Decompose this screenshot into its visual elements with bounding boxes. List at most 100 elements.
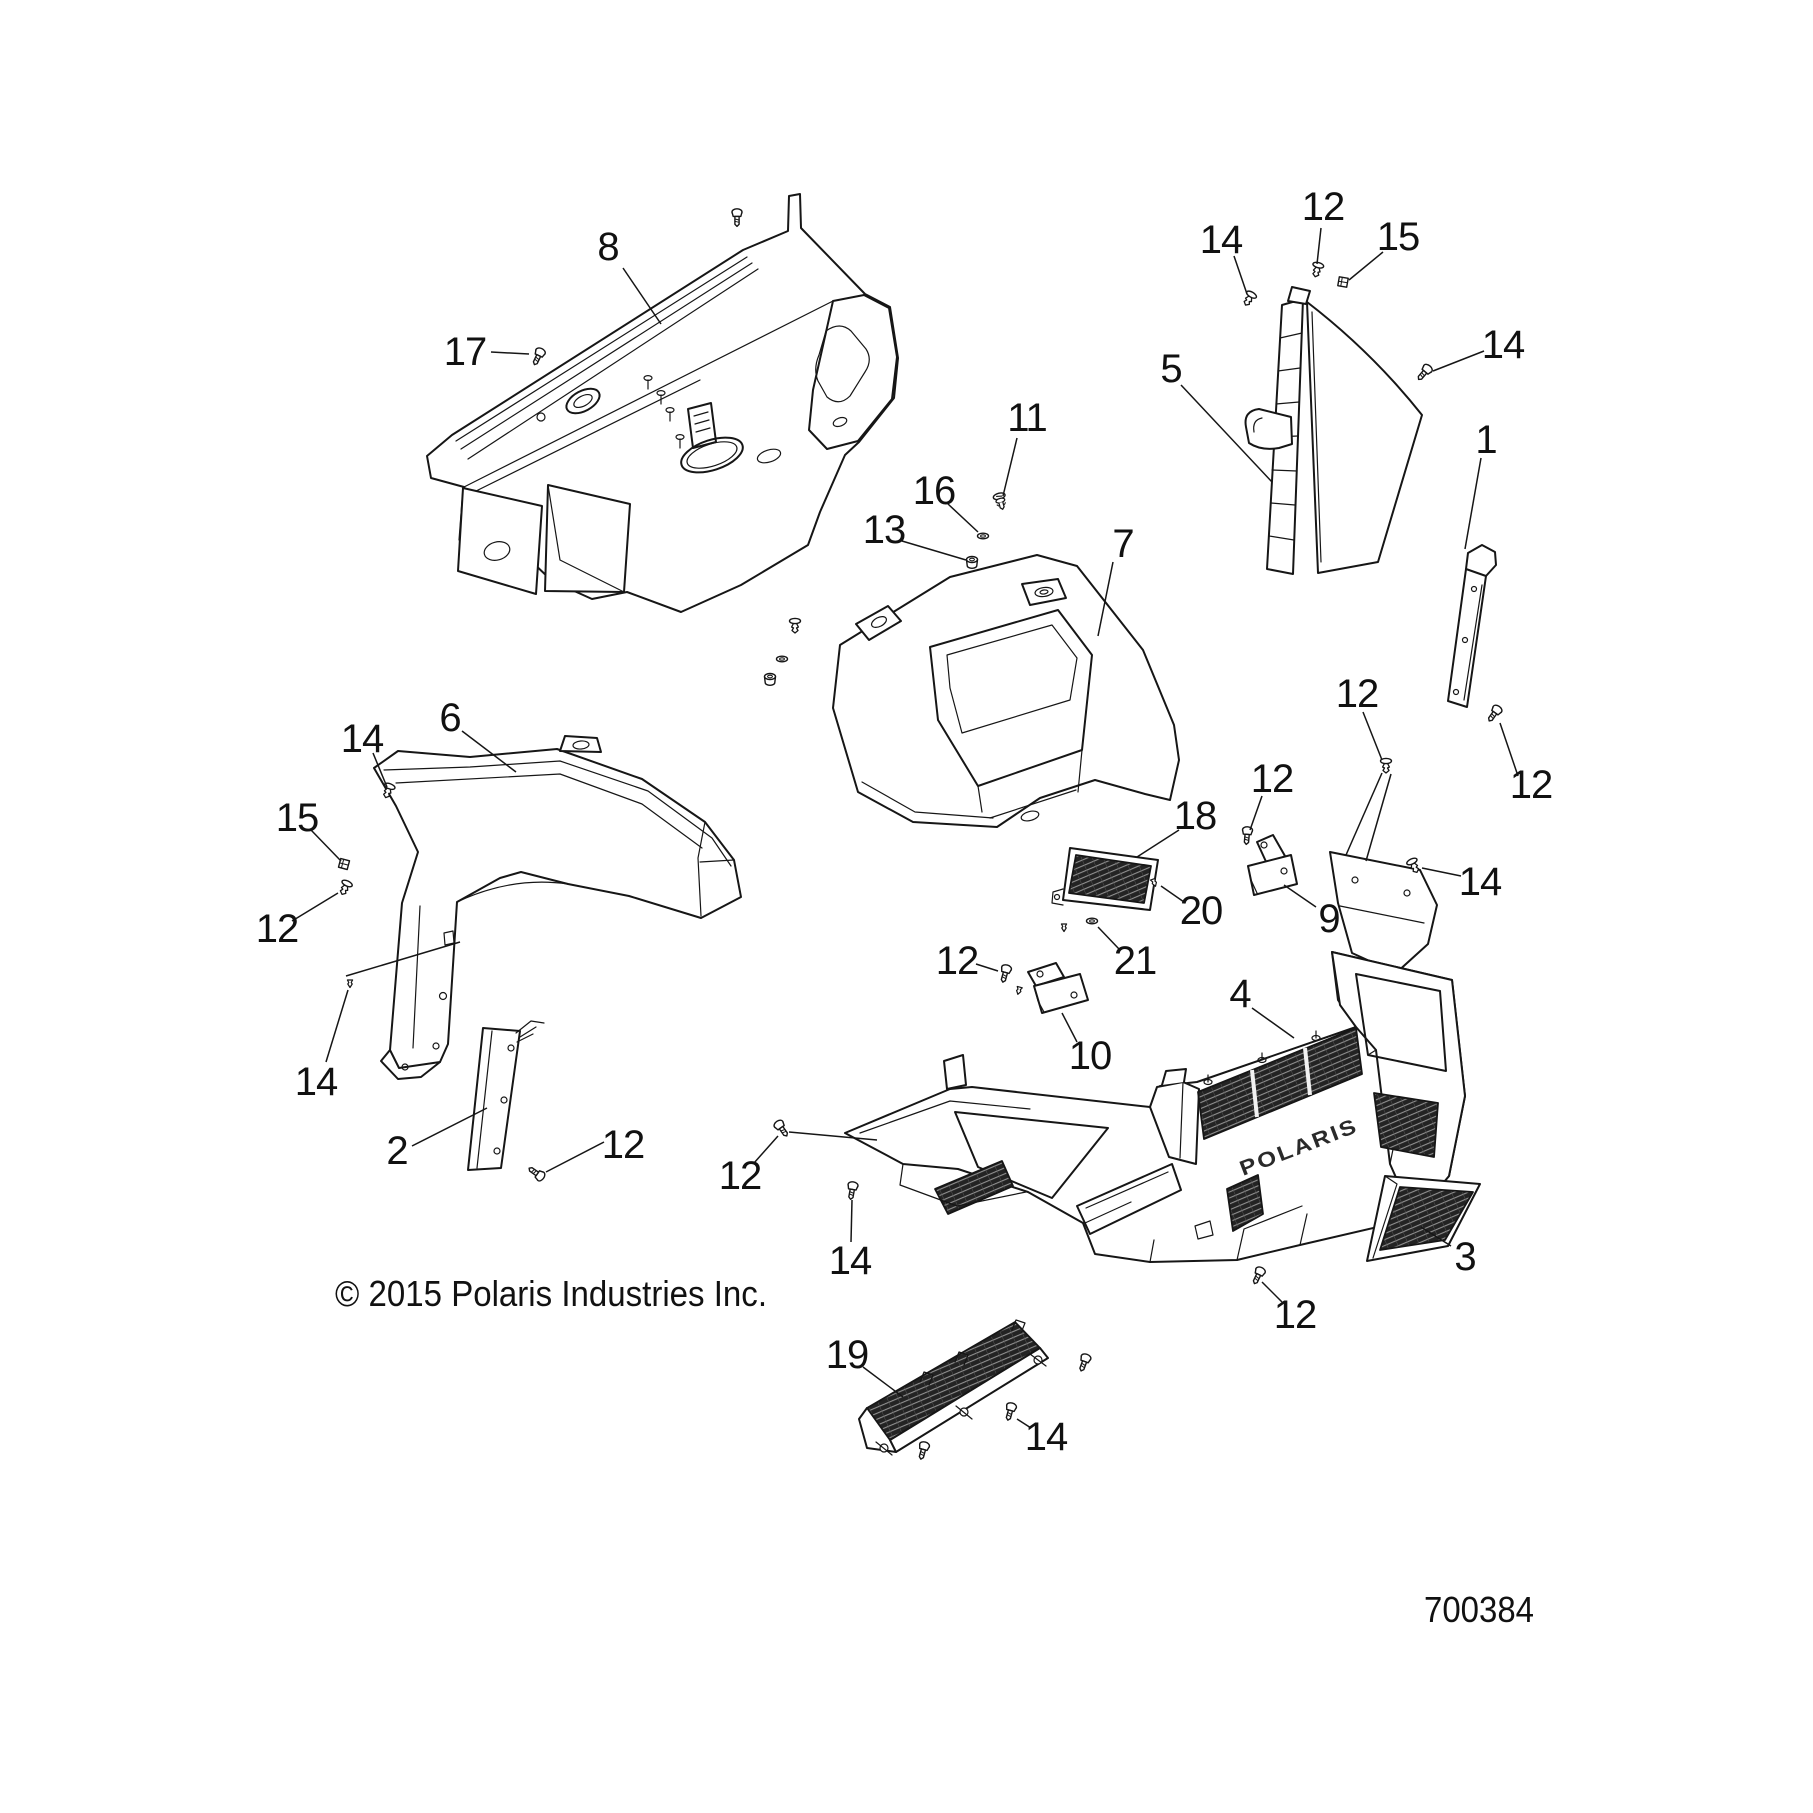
leader-line (975, 963, 999, 972)
callout-number: 16 (913, 469, 956, 513)
leader-line (345, 941, 461, 977)
leader-line (1464, 457, 1482, 550)
callout-number: 12 (1302, 185, 1345, 229)
callout-number: 3 (1454, 1235, 1475, 1279)
leader-line (1160, 885, 1185, 903)
copyright-text: © 2015 Polaris Industries Inc. (335, 1273, 767, 1314)
callout-17: 17 (444, 330, 530, 374)
leader-line (1283, 884, 1317, 908)
callout-number: 12 (1251, 757, 1294, 801)
leader-line (1097, 561, 1114, 637)
callout-4: 4 (1229, 972, 1295, 1039)
rivet-fastener-icon (991, 491, 1010, 512)
leader-line (1362, 711, 1383, 761)
part-8-dash-panel (426, 193, 899, 613)
part-5-closeoff-panel (1244, 286, 1423, 575)
leader-line (850, 1199, 853, 1243)
callout-number: 14 (1025, 1415, 1068, 1459)
leader-line (291, 892, 339, 922)
callout-14: 14 (1200, 218, 1248, 295)
push-clip-fastener-icon (788, 617, 802, 634)
callout-20: 20 (1160, 885, 1223, 933)
leader-line (1249, 795, 1263, 831)
callout-number: 15 (276, 796, 319, 840)
leader-line (1061, 1012, 1078, 1043)
callout-number: 14 (1459, 860, 1502, 904)
callout-7: 7 (1097, 522, 1135, 637)
callout-number: 8 (597, 225, 618, 269)
leader-line (901, 540, 967, 561)
leader-line (1365, 773, 1392, 862)
leader-line (1421, 867, 1462, 877)
leader-line (862, 1366, 904, 1398)
callout-12: 12 (545, 1123, 645, 1173)
callout-12: 12 (1336, 672, 1383, 761)
part-18-hood-grille (1051, 847, 1159, 911)
leader-line (788, 1131, 878, 1141)
callout-number: 5 (1160, 347, 1181, 391)
callout-number: 12 (719, 1154, 762, 1198)
part-19-lower-grille (858, 1319, 1049, 1456)
push-clip-fastener-icon (336, 878, 354, 898)
screw-fastener-icon (1002, 1401, 1018, 1423)
callout-number: 15 (1377, 215, 1420, 259)
part-1-side-support-bracket (1447, 544, 1497, 708)
callout-16: 16 (913, 469, 979, 533)
screw-fastener-icon (529, 345, 548, 368)
leader-line (411, 1107, 488, 1147)
part-4-front-bumper-fascia: POLARIS (844, 851, 1466, 1263)
leader-line (1345, 772, 1383, 856)
callout-13: 13 (863, 508, 967, 561)
screw-fastener-icon (1249, 1264, 1268, 1287)
callout-14: 14 (829, 1199, 873, 1283)
washer-fastener-icon (775, 655, 789, 663)
leader-line (310, 829, 342, 862)
leader-line (372, 752, 388, 788)
part-9-mount-bracket-right (1247, 834, 1298, 896)
callout-14: 14 (295, 989, 349, 1104)
callout-12: 12 (1261, 1281, 1317, 1337)
leader-line (622, 267, 662, 325)
callout-number: 13 (863, 508, 906, 552)
callout-12: 12 (1499, 722, 1553, 807)
nut-fastener-icon (763, 672, 777, 686)
callout-18: 18 (1136, 794, 1217, 858)
callout-8: 8 (597, 225, 662, 325)
callout-number: 12 (1336, 672, 1379, 716)
leader-line (1261, 1281, 1283, 1303)
callout-number: 12 (1274, 1293, 1317, 1337)
callout-number: 4 (1229, 972, 1251, 1016)
callout-number: 7 (1112, 522, 1133, 566)
callout-14: 14 (1016, 1415, 1069, 1459)
callout-number: 12 (936, 939, 979, 983)
dash-studs (643, 375, 685, 449)
screw-fastener-icon (915, 1440, 931, 1462)
screw-fastener-icon (1414, 362, 1435, 384)
callout-19: 19 (826, 1333, 904, 1398)
part-3-corner-grille (1366, 1175, 1481, 1262)
nut-fastener-icon (965, 555, 979, 569)
callout-14: 14 (1432, 323, 1526, 372)
callout-12: 12 (256, 892, 339, 951)
spring-clip-fastener-icon (1337, 276, 1349, 288)
callout-number: 6 (439, 696, 460, 740)
callout-15: 15 (276, 796, 342, 862)
part-6-front-fender (373, 735, 742, 1080)
bumper-pod-grille (1373, 1092, 1439, 1158)
callout-number: 9 (1318, 897, 1339, 941)
callout-number: 21 (1114, 939, 1157, 983)
callout-12: 12 (719, 1135, 779, 1198)
leader-line (325, 989, 349, 1063)
pin-fastener-icon (346, 979, 354, 989)
callout-number: 20 (1180, 889, 1223, 933)
bumper-lower-left-grille (934, 1160, 1014, 1215)
leader-line (1233, 255, 1248, 295)
screw-fastener-icon (844, 1180, 860, 1201)
callout-6: 6 (439, 696, 517, 773)
callout-10: 10 (1061, 1012, 1112, 1078)
callout-14: 14 (341, 717, 388, 788)
callout-number: 1 (1475, 418, 1496, 462)
bumper-lower-right-grille (1226, 1174, 1264, 1232)
extra-leader-lines (345, 772, 1392, 1141)
